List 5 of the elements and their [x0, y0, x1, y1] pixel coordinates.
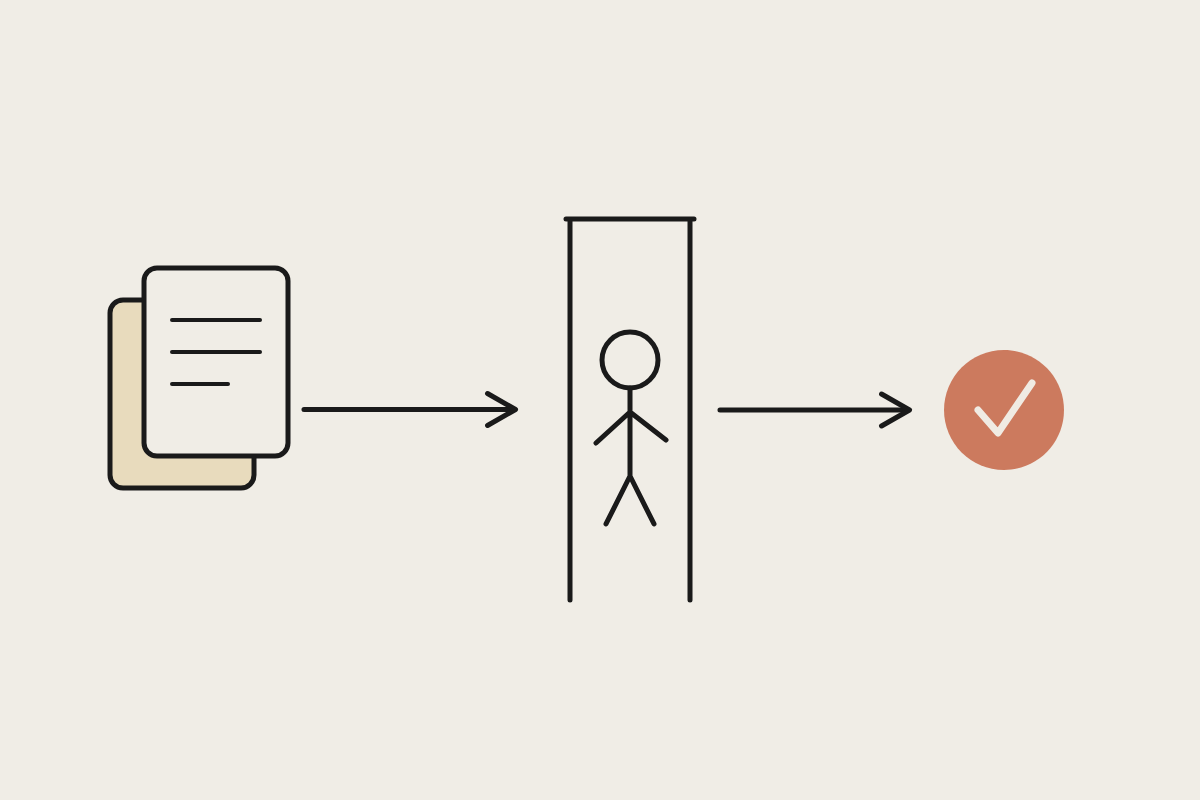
document-stack	[107, 265, 291, 491]
arrow	[301, 391, 519, 428]
arrow	[717, 391, 913, 429]
check-circle	[944, 350, 1064, 470]
person-in-doorway	[563, 216, 697, 603]
